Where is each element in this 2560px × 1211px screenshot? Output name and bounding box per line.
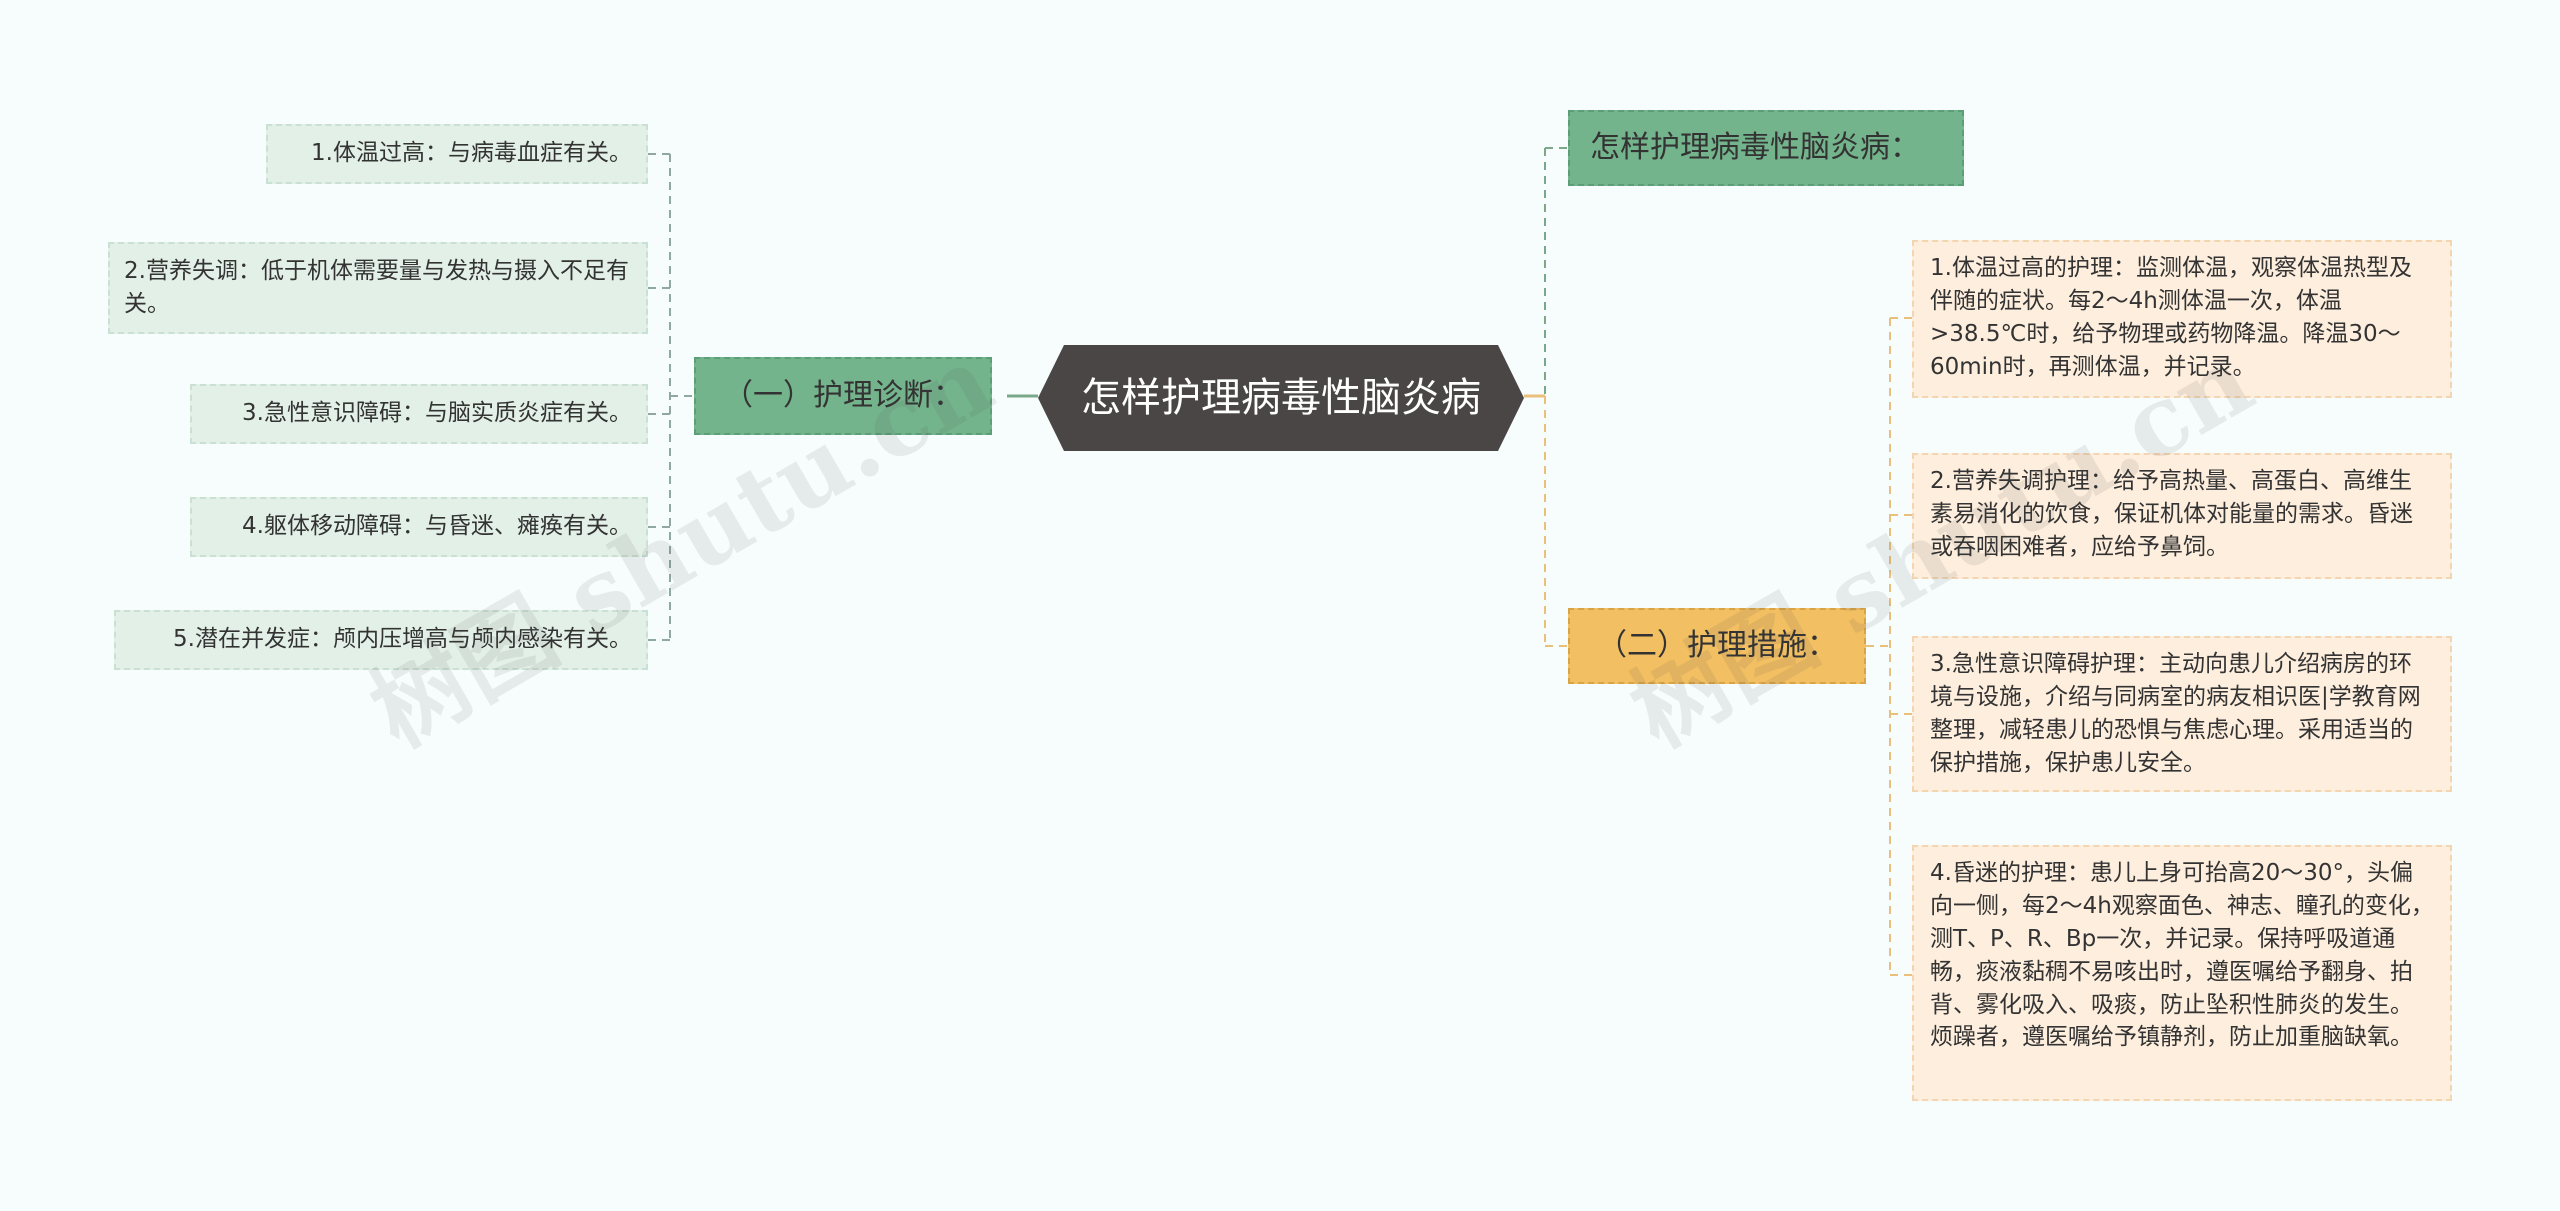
branch-how-to-nurse[interactable]: 怎样护理病毒性脑炎病： bbox=[1568, 110, 1964, 186]
measure-item-3[interactable]: 3.急性意识障碍护理：主动向患儿介绍病房的环境与设施，介绍与同病室的病友相识医|… bbox=[1912, 636, 2452, 792]
measure-item-4[interactable]: 4.昏迷的护理：患儿上身可抬高20～30°，头偏向一侧，每2～4h观察面色、神志… bbox=[1912, 845, 2452, 1101]
diagnosis-item-4[interactable]: 4.躯体移动障碍：与昏迷、瘫痪有关。 bbox=[190, 497, 648, 557]
central-topic[interactable]: 怎样护理病毒性脑炎病 bbox=[1038, 345, 1524, 451]
branch-nursing-measures[interactable]: （二）护理措施： bbox=[1568, 608, 1866, 684]
diagnosis-item-3[interactable]: 3.急性意识障碍：与脑实质炎症有关。 bbox=[190, 384, 648, 444]
measure-item-2[interactable]: 2.营养失调护理：给予高热量、高蛋白、高维生素易消化的饮食，保证机体对能量的需求… bbox=[1912, 453, 2452, 579]
diagnosis-item-1[interactable]: 1.体温过高：与病毒血症有关。 bbox=[266, 124, 648, 184]
diagnosis-item-5[interactable]: 5.潜在并发症：颅内压增高与颅内感染有关。 bbox=[114, 610, 648, 670]
measure-item-1[interactable]: 1.体温过高的护理：监测体温，观察体温热型及伴随的症状。每2～4h测体温一次，体… bbox=[1912, 240, 2452, 398]
diagnosis-item-2[interactable]: 2.营养失调：低于机体需要量与发热与摄入不足有关。 bbox=[108, 242, 648, 334]
branch-nursing-diagnosis[interactable]: （一）护理诊断： bbox=[694, 357, 992, 435]
